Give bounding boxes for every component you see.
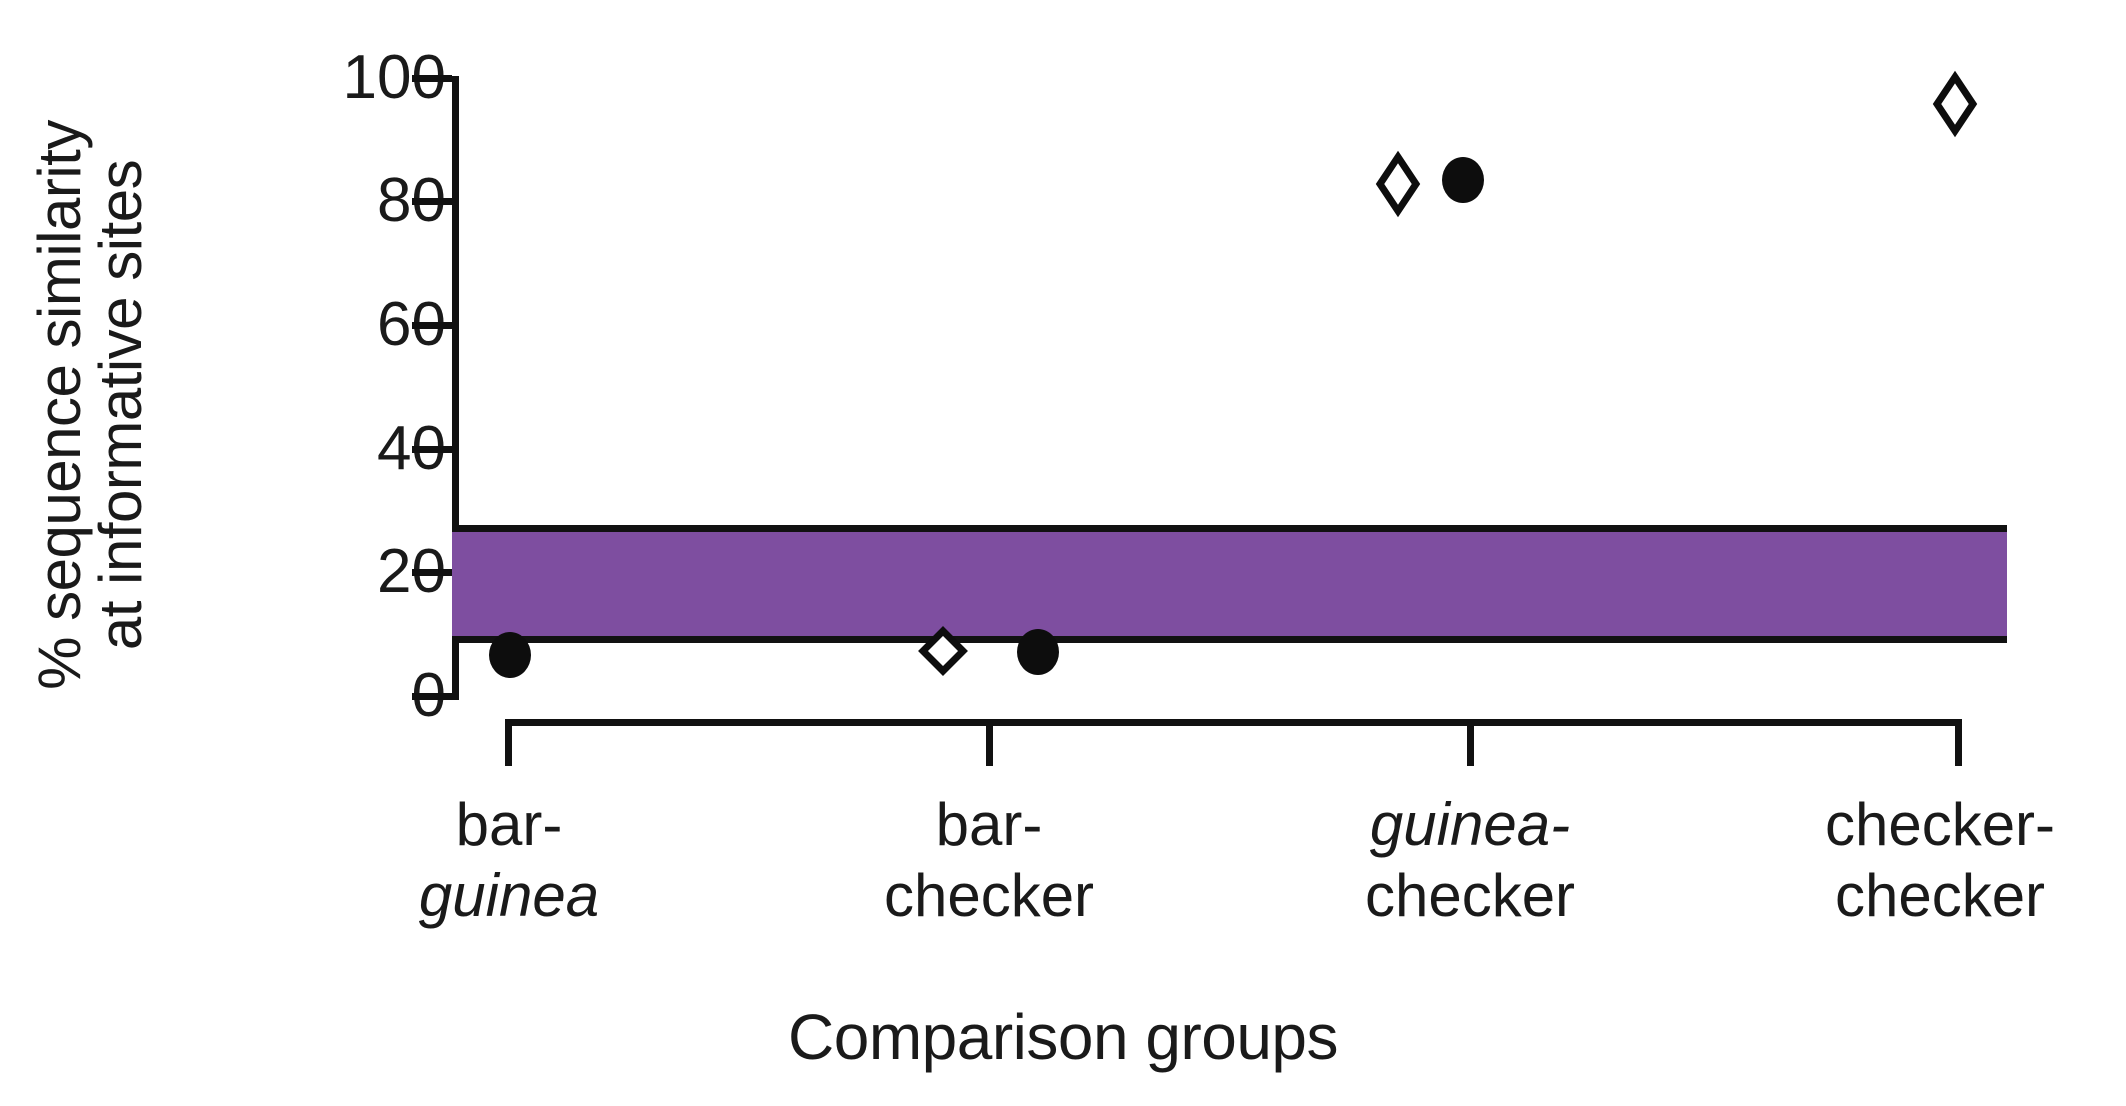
y-axis-tick-60	[412, 322, 452, 329]
y-tick-label-20: 20	[377, 537, 446, 606]
x-axis-tick-3	[1467, 719, 1474, 766]
y-tick-label-100: 100	[342, 43, 446, 112]
y-axis-tick-80	[412, 198, 452, 205]
data-point-open-diamond-bar-checker	[918, 626, 968, 676]
x-category-label-bar-guinea: bar- guinea	[299, 790, 719, 932]
y-axis-title-line2: at informative sites	[87, 159, 154, 651]
x-axis-line	[505, 719, 1962, 726]
x-category-bar-checker-line1: bar-	[935, 791, 1043, 858]
y-axis-title-line1: % sequence similarity	[25, 120, 93, 690]
x-category-checker-checker-line1: checker-	[1824, 791, 2056, 858]
x-category-label-bar-checker: bar- checker	[779, 790, 1199, 932]
x-axis-tick-1	[505, 719, 512, 766]
x-category-bar-checker-line2: checker	[883, 861, 1095, 929]
data-point-open-diamond-checker-checker	[1932, 70, 1978, 138]
y-axis-tick-20	[412, 569, 452, 576]
y-axis-line	[452, 76, 459, 700]
data-point-filled-circle-bar-checker	[1017, 629, 1059, 675]
y-axis-tick-0	[412, 693, 452, 700]
y-tick-label-60: 60	[377, 290, 446, 359]
y-tick-label-40: 40	[377, 414, 446, 483]
x-category-label-guinea-checker: guinea- checker	[1260, 790, 1680, 932]
x-category-checker-checker-line2: checker	[1834, 861, 2046, 929]
y-axis-tick-100	[412, 75, 452, 82]
y-tick-label-80: 80	[377, 166, 446, 235]
x-category-bar-guinea-line1: bar-	[455, 791, 563, 858]
data-point-filled-circle-bar-guinea	[489, 632, 531, 678]
y-tick-label-0: 0	[186, 665, 446, 727]
reference-range-band	[452, 525, 2007, 643]
y-axis-title: % sequence similarity at informative sit…	[15, 5, 165, 805]
x-category-label-checker-checker: checker- checker	[1730, 790, 2126, 932]
data-point-filled-circle-guinea-checker	[1442, 157, 1484, 203]
data-point-open-diamond-guinea-checker	[1375, 150, 1421, 218]
x-category-guinea-checker-line2: checker	[1364, 861, 1576, 929]
x-category-bar-guinea-line2: guinea	[418, 861, 600, 929]
x-axis-tick-2	[986, 719, 993, 766]
y-axis-tick-40	[412, 446, 452, 453]
x-category-guinea-checker-line1: guinea-	[1369, 791, 1571, 858]
x-axis-title: Comparison groups	[788, 1001, 1339, 1073]
x-axis-tick-4	[1955, 719, 1962, 766]
